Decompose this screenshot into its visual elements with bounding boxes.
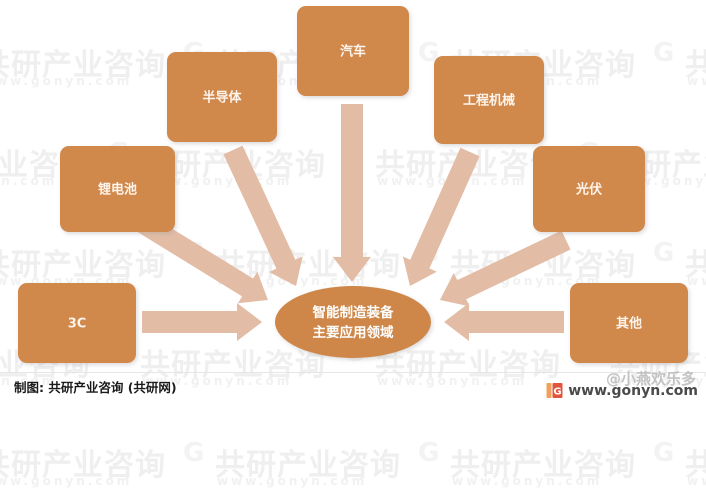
node-box-lithium-battery[interactable] xyxy=(60,146,175,232)
arrow-automotive xyxy=(333,104,371,282)
brand-block: G www.gonyn.com xyxy=(546,382,698,399)
footer-divider xyxy=(0,372,706,373)
hub-ellipse xyxy=(275,286,431,358)
node-semiconductor[interactable]: 半导体 xyxy=(167,52,277,142)
hub-label-line2: 主要应用领域 xyxy=(313,324,394,341)
watermark-logo-icon: G xyxy=(183,438,205,468)
arrow-lithium-battery xyxy=(132,211,268,304)
node-label-three-c: 3C xyxy=(68,317,87,332)
node-box-photovoltaic[interactable] xyxy=(533,146,645,232)
watermark-title: 共研产业咨询 xyxy=(450,448,636,483)
node-lithium-battery[interactable]: 锂电池 xyxy=(60,146,175,232)
node-label-automotive: 汽车 xyxy=(340,44,366,60)
watermark-url: www.gonyn.com xyxy=(452,474,603,488)
arrow-group xyxy=(132,104,571,341)
node-three-c[interactable]: 3C xyxy=(18,283,136,363)
node-photovoltaic[interactable]: 光伏 xyxy=(533,146,645,232)
arrow-photovoltaic xyxy=(440,230,571,307)
node-box-others[interactable] xyxy=(570,283,688,363)
watermark-title: 共研产业咨询 xyxy=(685,448,706,483)
watermark-logo-icon: G xyxy=(653,438,675,468)
node-box-construction-machinery[interactable] xyxy=(434,56,544,144)
watermark-logo-icon: G xyxy=(418,438,440,468)
node-box-automotive[interactable] xyxy=(297,6,409,96)
node-label-others: 其他 xyxy=(616,316,642,332)
node-others[interactable]: 其他 xyxy=(570,283,688,363)
node-label-lithium-battery: 锂电池 xyxy=(98,182,137,198)
node-box-semiconductor[interactable] xyxy=(167,52,277,142)
node-label-photovoltaic: 光伏 xyxy=(575,182,602,198)
brand-url: www.gonyn.com xyxy=(568,382,698,399)
svg-text:G: G xyxy=(554,387,562,398)
arrow-others xyxy=(444,303,564,341)
watermark-title: 共研产业咨询 xyxy=(215,448,401,483)
node-label-construction-machinery: 工程机械 xyxy=(463,93,515,109)
node-automotive[interactable]: 汽车 xyxy=(297,6,409,96)
uploader-handle: @小燕欢乐多 xyxy=(605,370,696,388)
credit-text: 制图: 共研产业咨询 (共研网) xyxy=(14,380,177,395)
node-construction-machinery[interactable]: 工程机械 xyxy=(434,56,544,144)
node-box-three-c[interactable] xyxy=(18,283,136,363)
diagram-canvas: 共研产业咨询www.gonyn.comG共研产业咨询www.gonyn.comG… xyxy=(0,6,706,488)
hub-node: 智能制造装备 主要应用领域 xyxy=(275,286,431,358)
watermark-url: www.gonyn.com xyxy=(0,474,133,488)
gonyn-logo-icon: G xyxy=(546,382,563,399)
watermark-url: www.gonyn.com xyxy=(687,474,706,488)
watermark-url: www.gonyn.com xyxy=(217,474,368,488)
node-label-semiconductor: 半导体 xyxy=(202,90,242,106)
arrow-semiconductor xyxy=(223,145,303,286)
arrow-construction-machinery xyxy=(402,147,480,286)
watermark-title: 共研产业咨询 xyxy=(0,448,166,483)
hub-label-line1: 智能制造装备 xyxy=(313,304,394,321)
arrow-three-c xyxy=(142,303,262,341)
